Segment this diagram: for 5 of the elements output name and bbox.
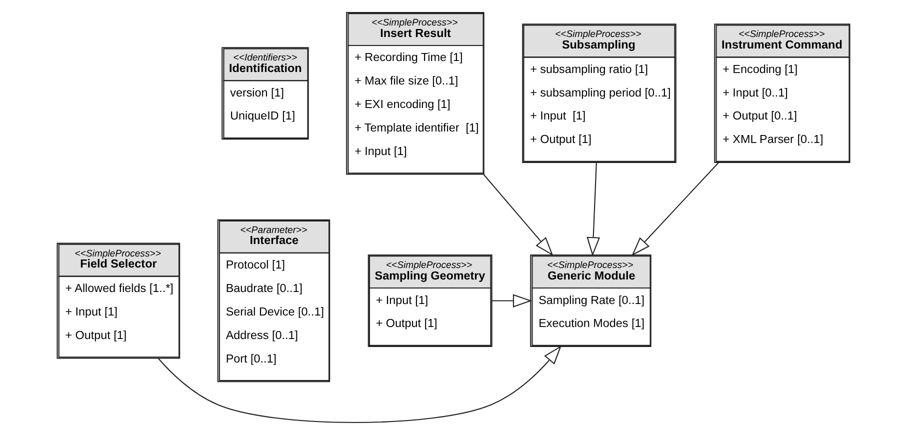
arrow — [157, 345, 562, 423]
arrow — [491, 294, 532, 308]
arrow — [631, 162, 718, 256]
arrow — [482, 174, 553, 256]
arrow — [586, 162, 600, 256]
